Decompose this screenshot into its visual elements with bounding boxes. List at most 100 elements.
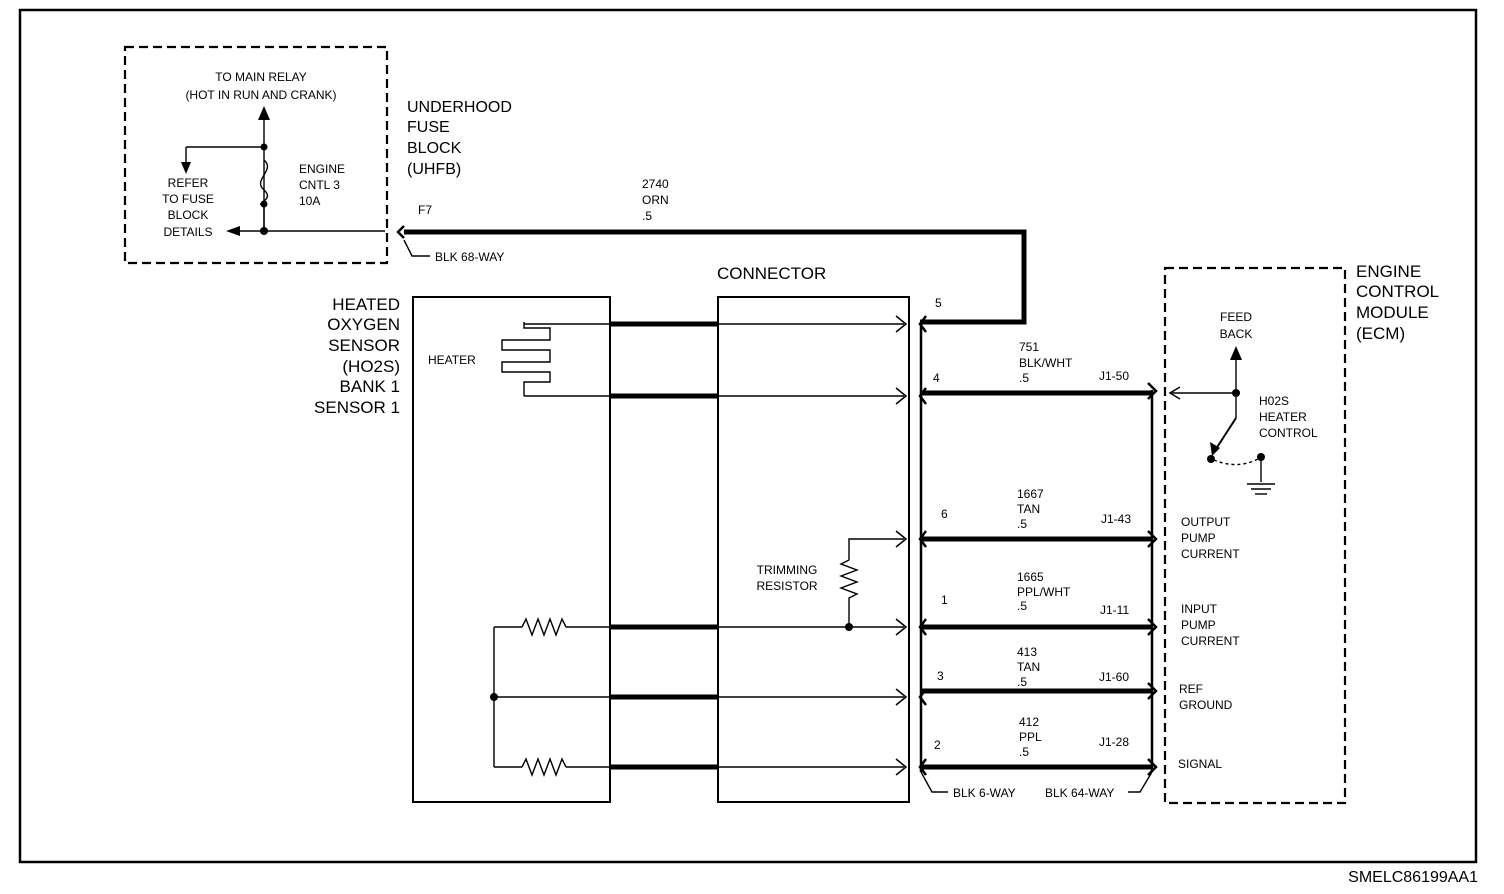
input-pump-current-label-2: PUMP — [1181, 618, 1216, 632]
wire-413-color: TAN — [1017, 660, 1040, 674]
feed-wire: 2740 ORN .5 — [404, 177, 1027, 325]
wire-412-size: .5 — [1019, 745, 1029, 759]
leader-line — [920, 771, 948, 793]
heater-control-switch-icon — [1207, 417, 1265, 482]
wire-1665-label: 1665 PPL/WHT .5 — [1017, 570, 1071, 613]
pin-1-label: 1 — [941, 593, 948, 607]
wire-751-label: 751 BLK/WHT .5 — [1019, 340, 1073, 385]
wire-1665-size: .5 — [1017, 599, 1027, 613]
ecm-title-1: ENGINE — [1356, 262, 1421, 281]
pin-3-label: 3 — [937, 669, 944, 683]
feed-wire-label-1: 2740 — [642, 177, 669, 191]
ecm-pin-j1-60: J1-60 — [1099, 670, 1129, 684]
sensor-title-5: BANK 1 — [340, 377, 400, 396]
connector-68-way-label: BLK 68-WAY — [435, 250, 504, 264]
heater-control-label-2: HEATER — [1259, 410, 1307, 424]
pin-4-label: 4 — [933, 371, 940, 385]
fuse-block-title-3: BLOCK — [407, 140, 462, 157]
figure-code: SMELC86199AA1 — [1348, 869, 1478, 886]
wire-412-color: PPL — [1019, 730, 1042, 744]
heated-oxygen-sensor: HEATED OXYGEN SENSOR (HO2S) BANK 1 SENSO… — [314, 295, 611, 803]
fuse-label-2: CNTL 3 — [299, 178, 340, 192]
feed-wire-label-3: .5 — [642, 209, 652, 223]
connector-64-way-label: BLK 64-WAY — [1045, 786, 1114, 800]
wire-1667-number: 1667 — [1017, 487, 1044, 501]
ref-ground-label-1: REF — [1179, 682, 1203, 696]
refer-left-arrow-icon — [226, 226, 385, 236]
signal-label: SIGNAL — [1178, 757, 1222, 771]
sensor-title-1: HEATED — [332, 295, 400, 314]
refer-label-1: REFER — [168, 176, 209, 190]
wire-1667-color: TAN — [1017, 502, 1040, 516]
resistor-icon — [521, 617, 567, 637]
ecm-title-2: CONTROL — [1356, 282, 1439, 301]
wire-1665-number: 1665 — [1017, 570, 1044, 584]
pin-5-label: 5 — [935, 296, 942, 310]
wire-413-number: 413 — [1017, 645, 1037, 659]
sensor-box — [412, 296, 611, 803]
wire-751-number: 751 — [1019, 340, 1039, 354]
connector-terminal-icon — [396, 225, 405, 239]
pin-2-label: 2 — [934, 738, 941, 752]
refer-arrow-icon — [181, 146, 264, 174]
wire-1667-size: .5 — [1017, 517, 1027, 531]
sensor-title-2: OXYGEN — [327, 315, 400, 334]
pin-6-label: 6 — [941, 507, 948, 521]
sensor-title-4: (HO2S) — [342, 357, 400, 376]
refer-label-4: DETAILS — [163, 225, 212, 239]
output-pump-current-label-3: CURRENT — [1181, 547, 1240, 561]
connector-box — [717, 296, 910, 803]
output-pump-current-label-2: PUMP — [1181, 531, 1216, 545]
wire-412-number: 412 — [1019, 715, 1039, 729]
wire-1667-label: 1667 TAN .5 — [1017, 487, 1044, 531]
refer-label-3: BLOCK — [168, 208, 209, 222]
ecm-pin-j1-50: J1-50 — [1099, 369, 1129, 383]
arrowheads — [895, 315, 908, 776]
input-pump-current-label-1: INPUT — [1181, 602, 1218, 616]
wire-751-size: .5 — [1019, 371, 1029, 385]
outer-frame — [18, 8, 1478, 864]
connector: CONNECTOR TRIMMING RESISTOR — [610, 264, 910, 803]
heater-label: HEATER — [428, 353, 476, 367]
fuse-block-title-2: FUSE — [407, 119, 450, 136]
wire-413-label: 413 TAN .5 — [1017, 645, 1040, 689]
cavity-label: F7 — [418, 203, 432, 217]
feedback-arrow-icon — [1230, 346, 1242, 393]
sensor-title-6: SENSOR 1 — [314, 398, 400, 417]
fuse-label-3: 10A — [299, 194, 320, 208]
fuse-block-dashed-box — [123, 45, 389, 265]
splice-dot — [845, 623, 853, 631]
leader-line — [1128, 771, 1153, 793]
trimming-resistor-icon — [839, 538, 904, 627]
input-pump-current-label-3: CURRENT — [1181, 634, 1240, 648]
connector-6-way-label: BLK 6-WAY — [953, 786, 1016, 800]
feedback-label-2: BACK — [1220, 327, 1253, 341]
connector-title: CONNECTOR — [717, 264, 826, 283]
refer-label-2: TO FUSE — [162, 192, 214, 206]
heater-control-label-1: H02S — [1259, 394, 1289, 408]
harness: 5 4 6 1 3 2 751 BLK/WHT .5 1667 TAN .5 1… — [918, 296, 1158, 800]
to-main-relay-label-1: TO MAIN RELAY — [215, 70, 307, 84]
ecm-pin-j1-43: J1-43 — [1101, 512, 1131, 526]
fuse-block-title-4: (UHFB) — [407, 161, 461, 178]
ecm-input-arrow-icon — [1168, 386, 1236, 400]
sensor-title-3: SENSOR — [328, 336, 400, 355]
feed-wire-label-2: ORN — [642, 193, 669, 207]
engine-control-module: ENGINE CONTROL MODULE (ECM) FEED BACK — [1163, 262, 1439, 805]
ground-icon — [1247, 483, 1275, 495]
ecm-pin-j1-28: J1-28 — [1099, 735, 1129, 749]
wire-413-size: .5 — [1017, 675, 1027, 689]
ecm-dashed-box — [1163, 266, 1347, 805]
ecm-pin-j1-11: J1-11 — [1100, 603, 1129, 617]
ecm-title-3: MODULE — [1356, 303, 1429, 322]
heater-control-label-3: CONTROL — [1259, 426, 1318, 440]
fuse-block-title-1: UNDERHOOD — [407, 99, 512, 116]
ecm-title-4: (ECM) — [1356, 324, 1405, 343]
leader-line — [403, 239, 430, 257]
to-main-relay-label-2: (HOT IN RUN AND CRANK) — [185, 88, 336, 102]
wire-751-color: BLK/WHT — [1019, 356, 1073, 370]
underhood-fuse-block: TO MAIN RELAY (HOT IN RUN AND CRANK) REF… — [123, 45, 512, 265]
wire-1665-color: PPL/WHT — [1017, 585, 1071, 599]
heater-element-icon — [501, 322, 551, 396]
